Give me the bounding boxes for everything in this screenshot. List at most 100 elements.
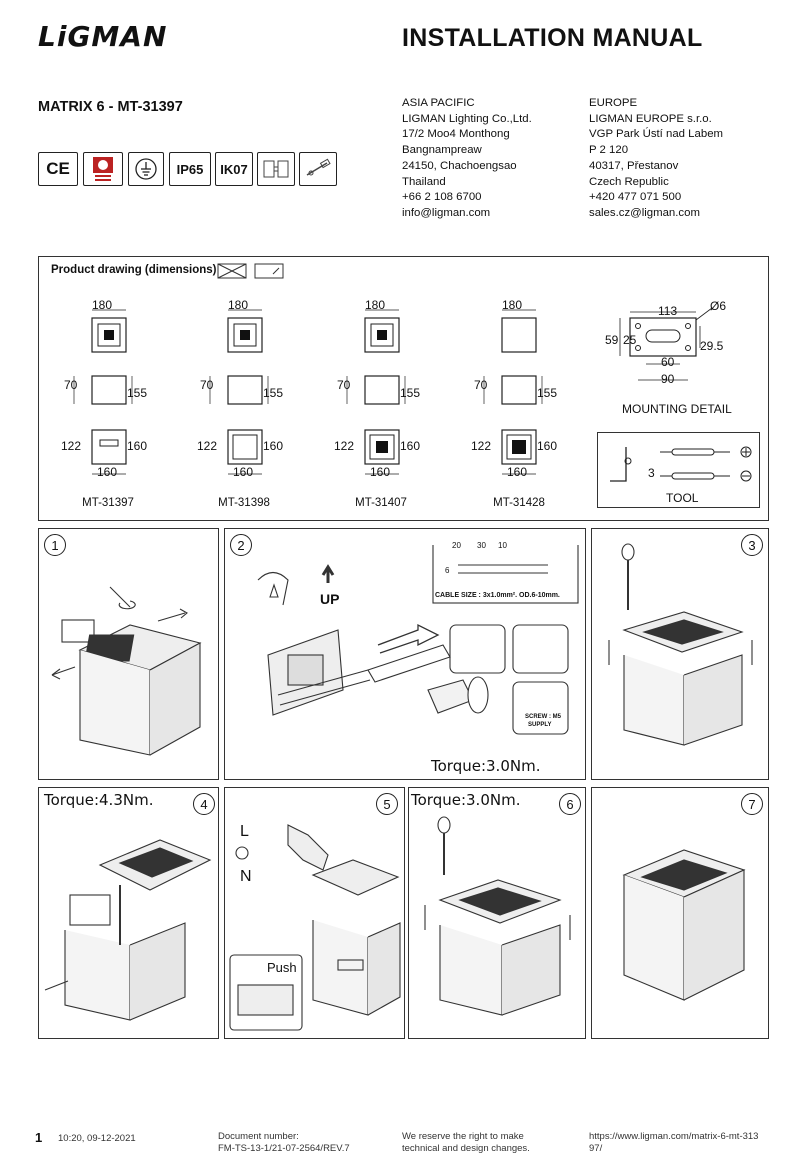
step-number-2: 2 xyxy=(230,534,252,556)
earth-class-badge xyxy=(128,152,164,186)
front-view-outline xyxy=(501,429,537,465)
address-line: 40317, Přestanov xyxy=(589,159,679,172)
dim-122: 122 xyxy=(61,439,82,453)
dim-160-right: 160 xyxy=(263,439,284,453)
front-window xyxy=(506,434,532,460)
mounting-detail-label: MOUNTING DETAIL xyxy=(622,402,732,416)
dim-155: 155 xyxy=(537,386,558,400)
rights-notice-line: We reserve the right to make xyxy=(402,1131,524,1142)
dim-155: 155 xyxy=(400,386,421,400)
dim-70: 70 xyxy=(200,378,214,392)
tool-label: TOOL xyxy=(666,491,699,505)
cable-dim-6: 6 xyxy=(445,566,450,575)
step-4-panel xyxy=(38,787,219,1039)
tool-size-label: 3 xyxy=(648,466,655,480)
step-number-1: 1 xyxy=(44,534,66,556)
step-4-torque: Torque:4.3Nm. xyxy=(44,791,154,809)
mount-dim-90: 90 xyxy=(661,372,675,386)
document-number-label: Document number: xyxy=(218,1131,299,1142)
step-number-6: 6 xyxy=(559,793,581,815)
front-view-outline xyxy=(91,429,127,465)
front-emitter xyxy=(376,441,388,453)
up-label: UP xyxy=(320,591,340,607)
rights-notice: We reserve the right to make technical a… xyxy=(402,1131,530,1155)
wire-label-n: N xyxy=(240,868,252,885)
step-number-7: 7 xyxy=(741,793,763,815)
dim-180: 180 xyxy=(228,298,249,312)
mount-dim-d6: Ø6 xyxy=(710,299,727,313)
step-2-illustration xyxy=(257,545,579,735)
step-7-illustration xyxy=(622,849,746,1001)
address-line: P 2 120 xyxy=(589,144,629,157)
mount-dim-113: 113 xyxy=(658,304,678,318)
installation-badge xyxy=(299,152,337,186)
step-7-panel xyxy=(591,787,769,1039)
address-line: 17/2 Moo4 Monthong xyxy=(402,128,510,141)
front-view-outline xyxy=(364,429,400,465)
address-phone: +420 477 071 500 xyxy=(589,191,682,204)
dim-155: 155 xyxy=(127,386,148,400)
side-view-outline xyxy=(91,375,127,405)
model-label-mt-31407: MT-31407 xyxy=(355,497,407,509)
product-url-line[interactable]: 97/ xyxy=(589,1143,603,1154)
mount-dim-59: 59 xyxy=(605,333,619,347)
dim-160-bottom: 160 xyxy=(97,465,118,479)
earth-ground-icon xyxy=(135,158,157,180)
tisi-mark-badge xyxy=(83,152,123,186)
product-drawing-title: Product drawing (dimensions) xyxy=(51,264,217,276)
step-6-illustration xyxy=(424,816,571,1016)
address-email[interactable]: info@ligman.com xyxy=(402,206,491,219)
ik07-badge: IK07 xyxy=(215,152,253,186)
tisi-icon xyxy=(93,157,113,181)
europe-address: EUROPE LIGMAN EUROPE s.r.o. VGP Park Úst… xyxy=(589,96,723,222)
front-view-outline xyxy=(227,429,263,465)
cable-dim-10: 10 xyxy=(498,541,507,550)
cable-dim-30: 30 xyxy=(477,541,486,550)
ip65-badge: IP65 xyxy=(169,152,211,186)
mount-dim-29-5: 29.5 xyxy=(700,339,724,353)
ce-mark-badge: CE xyxy=(38,152,78,186)
step-6-panel xyxy=(408,787,586,1039)
dim-160-right: 160 xyxy=(127,439,148,453)
step-1-illustration xyxy=(51,586,202,756)
top-view-outline xyxy=(501,317,537,353)
dim-180: 180 xyxy=(365,298,386,312)
step-2-torque: Torque:3.0Nm. xyxy=(431,757,541,775)
product-drawing-panel xyxy=(38,256,769,521)
dim-122: 122 xyxy=(471,439,492,453)
dim-155: 155 xyxy=(263,386,284,400)
print-timestamp: 10:20, 09-12-2021 xyxy=(58,1133,136,1144)
document-number-value: FM-TS-13-1/21-07-2564/REV.7 xyxy=(218,1143,350,1154)
step-5-illustration xyxy=(229,824,401,1031)
dim-160-bottom: 160 xyxy=(507,465,528,479)
step-6-torque: Torque:3.0Nm. xyxy=(411,791,521,809)
wire-label-l: L xyxy=(240,823,249,840)
rights-notice-line: technical and design changes. xyxy=(402,1143,530,1154)
model-label-mt-31397: MT-31397 xyxy=(82,497,134,509)
step-number-4: 4 xyxy=(193,793,215,815)
step-4-illustration xyxy=(44,839,212,1021)
address-line: ASIA PACIFIC xyxy=(402,97,475,109)
front-window xyxy=(232,434,258,460)
address-line: EUROPE xyxy=(589,97,638,109)
tool-box xyxy=(597,432,760,508)
page-title: INSTALLATION MANUAL xyxy=(402,24,703,52)
front-emitter xyxy=(512,440,526,454)
screw-supply-note: SUPPLY xyxy=(528,722,552,728)
product-url-line[interactable]: https://www.ligman.com/matrix-6-mt-313 xyxy=(589,1131,759,1142)
dim-70: 70 xyxy=(337,378,351,392)
mounting-detail-drawing xyxy=(619,307,713,381)
mount-dim-60: 60 xyxy=(661,355,675,369)
screwdriver-mount-icon xyxy=(306,158,331,176)
address-phone: +66 2 108 6700 xyxy=(402,191,482,204)
step-5-panel xyxy=(224,787,405,1039)
top-view-emitter xyxy=(240,330,250,340)
top-view-emitter xyxy=(377,330,387,340)
model-label-mt-31428: MT-31428 xyxy=(493,497,545,509)
dim-70: 70 xyxy=(474,378,488,392)
address-email[interactable]: sales.cz@ligman.com xyxy=(589,206,700,219)
product-url[interactable]: https://www.ligman.com/matrix-6-mt-313 9… xyxy=(589,1131,758,1155)
front-window xyxy=(369,434,395,460)
front-slot xyxy=(99,439,119,447)
model-label-mt-31398: MT-31398 xyxy=(218,497,270,509)
